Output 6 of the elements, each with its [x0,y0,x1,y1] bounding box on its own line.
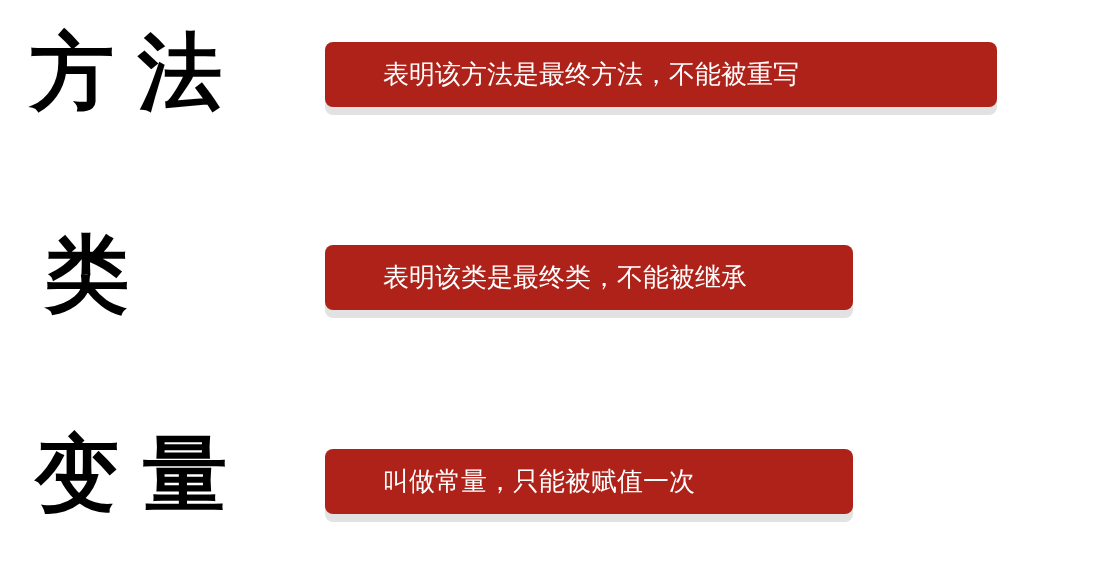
heading-text: 类 [45,232,153,316]
heading-text: 变量 [35,432,251,516]
description-text: 叫做常量，只能被赋值一次 [383,465,695,498]
heading-text: 方法 [30,30,246,114]
description-text: 表明该方法是最终方法，不能被重写 [383,58,799,91]
description-text: 表明该类是最终类，不能被继承 [383,261,747,294]
